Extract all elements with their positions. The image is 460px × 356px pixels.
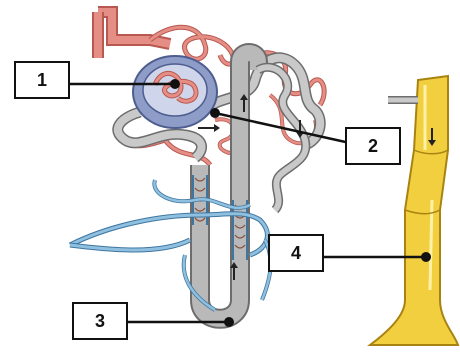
bowmans-capsule [133,56,217,128]
label-box-1: 1 [14,61,70,99]
label-box-4: 4 [268,234,324,272]
collecting-duct [370,76,458,345]
flow-arrow-efferent [198,124,220,132]
label-box-2: 2 [345,127,401,165]
label-box-3: 3 [72,302,128,340]
distal-convoluted-tubule [258,67,306,210]
